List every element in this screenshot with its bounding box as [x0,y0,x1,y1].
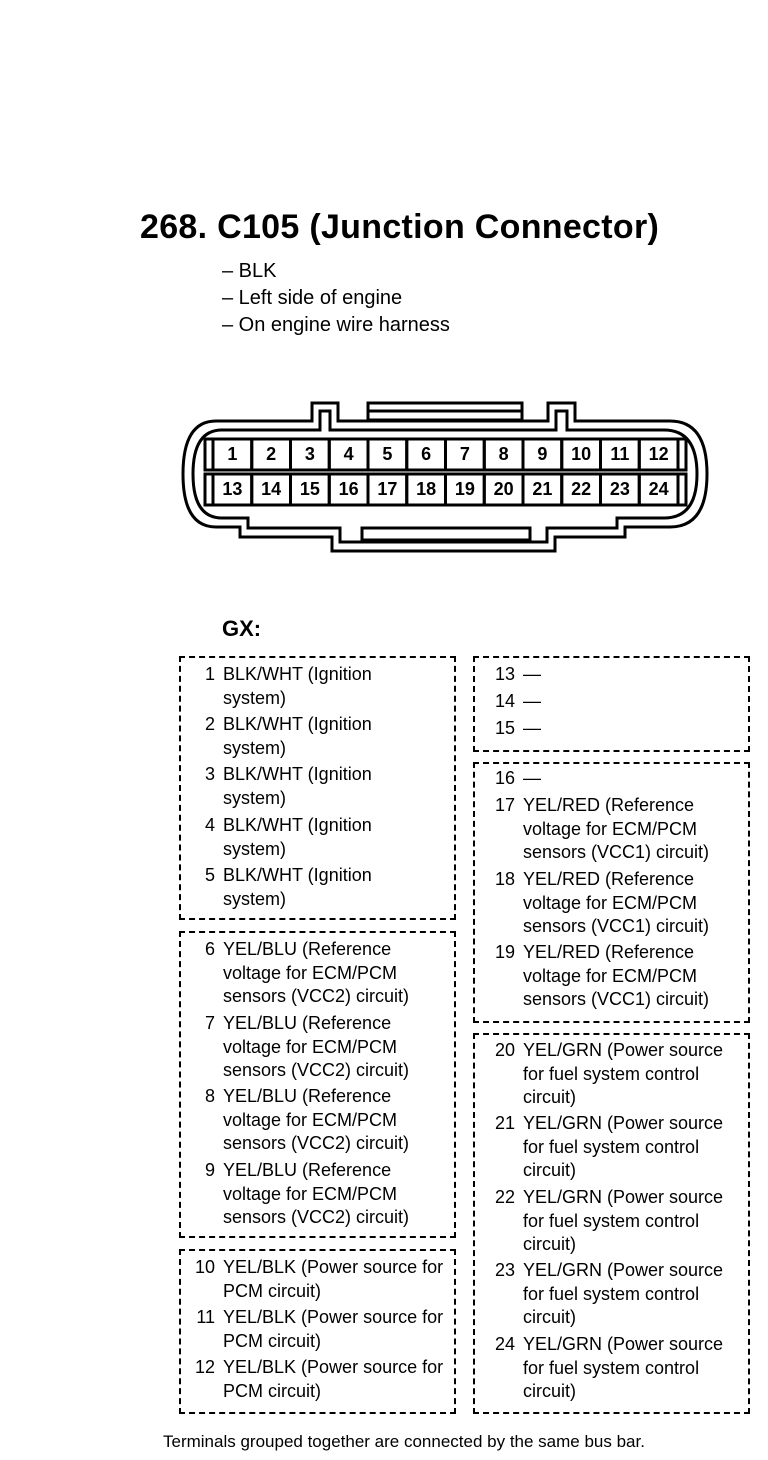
pin-number-4: 4 [344,444,354,464]
pin-number-9: 9 [537,444,547,464]
pin-number-8: 8 [499,444,509,464]
footnote: Terminals grouped together are connected… [163,1432,645,1451]
connector-properties: – BLK – Left side of engine – On engine … [222,258,450,339]
pin-row-bracket-right [678,437,688,472]
pin-number-3: 3 [305,444,315,464]
bus-bar-group-ignition [179,656,456,920]
terminal-13: 13— [494,664,541,684]
pin-number-18: 18 [416,479,436,499]
pin-number-6: 6 [421,444,431,464]
property-harness: – On engine wire harness [222,314,450,336]
pin-number-22: 22 [571,479,591,499]
terminal-14: 14— [494,691,541,711]
bus-bar-group-vcc1 [473,762,750,1023]
pin-number-5: 5 [382,444,392,464]
bus-bar-group-pcm-power [179,1249,456,1414]
pin-number-7: 7 [460,444,470,464]
pin-number-12: 12 [649,444,669,464]
terminal-16: 16— [494,768,541,788]
pin-number-19: 19 [455,479,475,499]
pin-number-13: 13 [222,479,242,499]
connector-bottom-key [360,526,532,542]
bus-bar-group-vcc2 [179,931,456,1238]
pin-number-23: 23 [610,479,630,499]
pin-number-10: 10 [571,444,591,464]
pin-cavity-12 [637,437,680,472]
pin-number-21: 21 [532,479,552,499]
pin-row-bracket-right [678,472,688,507]
connector-inner-shell [191,409,699,544]
pin-cavity-24 [637,472,680,507]
pin-number-11: 11 [610,444,629,464]
pin-number-14: 14 [261,479,281,499]
pin-number-15: 15 [300,479,320,499]
property-location: – Left side of engine [222,287,403,309]
pin-number-17: 17 [377,479,397,499]
pin-row-bracket-left [203,437,213,472]
bus-bar-group-fuel-control [473,1033,750,1414]
pin-number-2: 2 [266,444,276,464]
pin-number-24: 24 [649,479,669,499]
pin-number-16: 16 [339,479,359,499]
terminal-15: 15— [494,718,541,738]
group-unused-13-15 [473,656,750,752]
pin-number-20: 20 [494,479,514,499]
group-label: GX: [222,616,262,641]
property-color: – BLK [222,260,277,282]
connector-outer-shell [181,401,709,553]
pin-row-bracket-left [203,472,213,507]
pin-number-1: 1 [227,444,237,464]
page-title: 268. C105 (Junction Connector) [140,208,660,246]
